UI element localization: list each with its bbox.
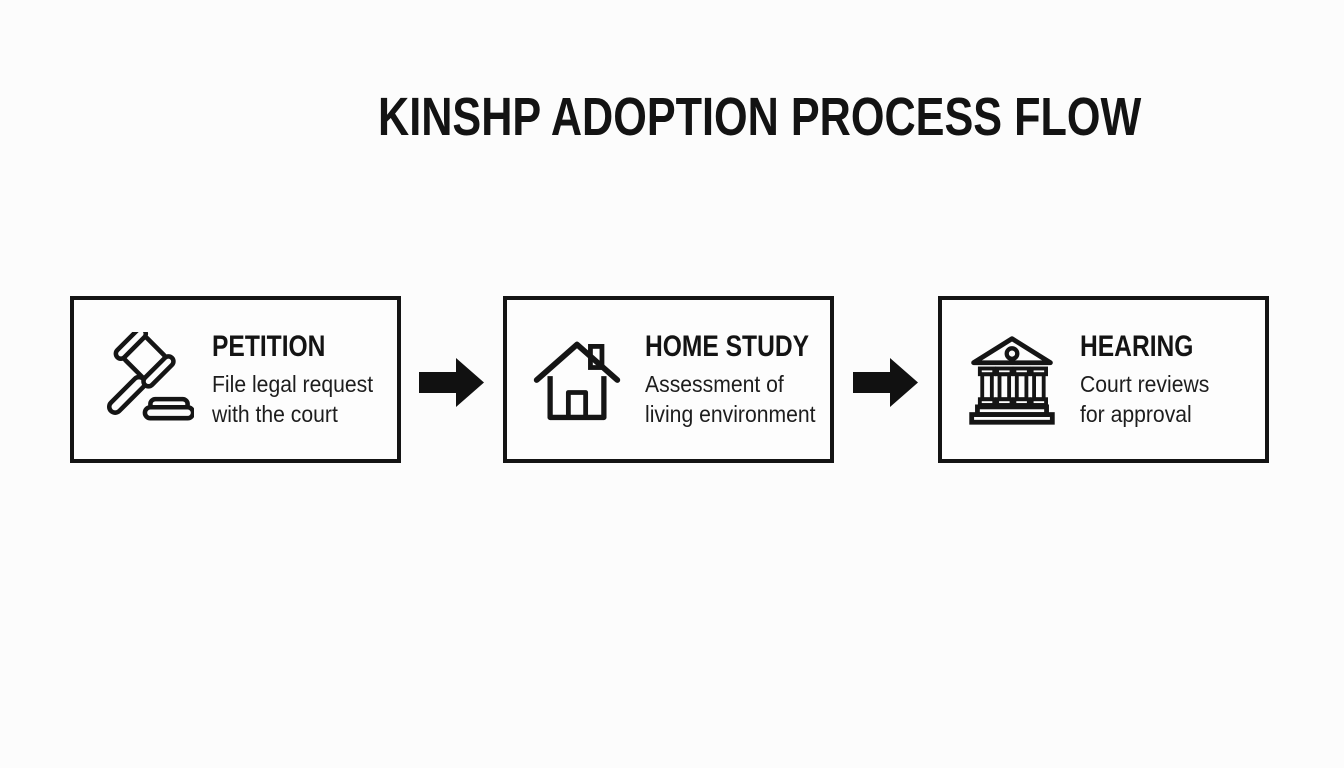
step-description-line: Assessment of [645,371,784,397]
arrow-right-icon [419,358,484,407]
step-box-petition: PETITION File legal request with the cou… [70,296,401,463]
courthouse-icon [960,330,1064,430]
step-description-line: Court reviews [1080,371,1210,397]
diagram-title: KINSHP ADOPTION PROCESS FLOW [378,87,1142,147]
step-description-line: for approval [1080,401,1192,427]
house-icon [525,330,629,430]
step-box-hearing: HEARING Court reviews for approval [938,296,1269,463]
step-description-line: File legal request [212,371,374,397]
step-text-petition: PETITION File legal request with the cou… [212,330,397,429]
step-heading: HEARING [1080,330,1194,363]
gavel-icon [92,330,196,430]
step-description-line: with the court [212,401,338,427]
step-heading: HOME STUDY [645,330,810,363]
step-description-line: living environment [645,401,816,427]
step-box-home-study: HOME STUDY Assessment of living environm… [503,296,834,463]
step-text-hearing: HEARING Court reviews for approval [1080,330,1265,429]
step-heading: PETITION [212,330,326,363]
step-text-home-study: HOME STUDY Assessment of living environm… [645,330,845,429]
arrow-right-icon [853,358,918,407]
